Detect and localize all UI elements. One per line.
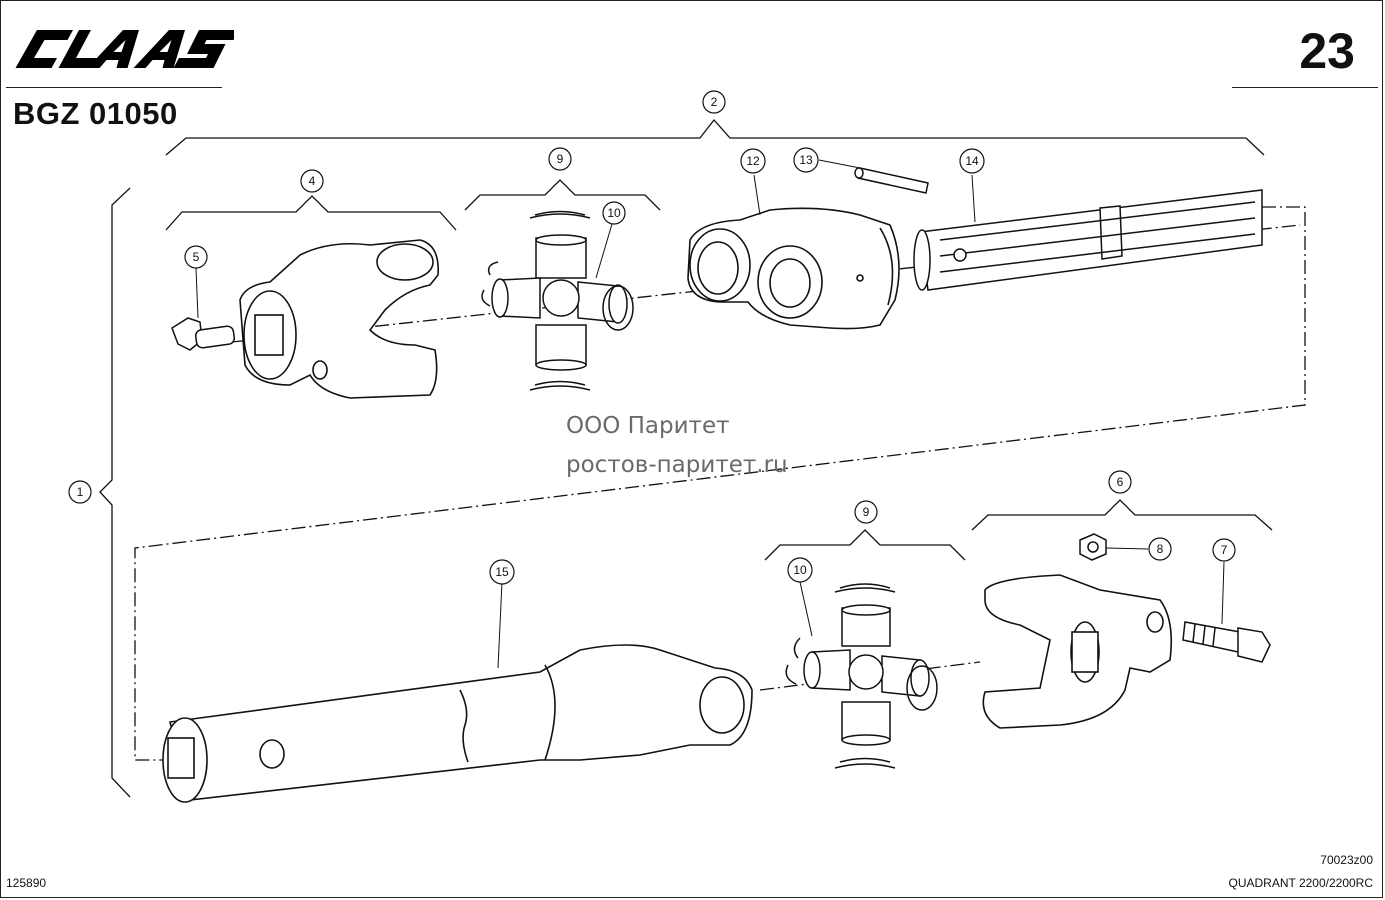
callout-4-label: 4 [309, 174, 316, 188]
bracket-4 [165, 195, 457, 231]
callout-4 [300, 169, 324, 193]
bracket-9-bottom [764, 529, 966, 561]
callout-7-label: 7 [1221, 543, 1228, 557]
image-id: 125890 [6, 876, 47, 890]
bracket-9-top [464, 179, 661, 211]
header-divider-right [1232, 87, 1378, 88]
callout-5-label: 5 [193, 250, 200, 264]
callout-6-label: 6 [1117, 475, 1124, 489]
callout-10b-label: 10 [793, 563, 807, 577]
bracket-1 [99, 187, 131, 798]
callout-14 [959, 148, 985, 174]
drawing-reference: 70023z00 [1320, 853, 1373, 867]
callout-13 [793, 147, 819, 173]
callout-13-label: 13 [799, 153, 813, 167]
callout-10a [602, 201, 626, 225]
part-14-splined-shaft [913, 189, 1263, 291]
callout-7 [1212, 538, 1236, 562]
callout-14-label: 14 [965, 154, 979, 168]
callout-6 [1108, 470, 1132, 494]
part-5-grease-nipple [171, 317, 236, 351]
part-15-tube-yoke [162, 644, 753, 803]
callout-9b-label: 9 [863, 505, 870, 519]
callout-10a-label: 10 [607, 206, 621, 220]
header-divider-left [6, 87, 222, 88]
group-code: BGZ 01050 [13, 96, 178, 131]
callout-9a [548, 147, 572, 171]
claas-logo [15, 30, 234, 68]
assembly-outline [134, 206, 1306, 761]
callout-12 [740, 148, 766, 174]
callout-15-label: 15 [495, 565, 509, 579]
sheet-number: 23 [1299, 23, 1355, 79]
part-13-pin [854, 167, 929, 194]
callout-1 [68, 480, 92, 504]
center-axis-bottom [759, 661, 981, 691]
part-8-nut [1079, 533, 1107, 561]
callout-8 [1148, 537, 1172, 561]
part-4-yoke [239, 239, 439, 399]
callout-12-label: 12 [746, 154, 760, 168]
part-9-universal-joint-bottom [785, 583, 938, 769]
bracket-6 [971, 499, 1273, 531]
part-7-bolt [1182, 621, 1271, 663]
callout-8-label: 8 [1157, 542, 1164, 556]
callout-9b [854, 500, 878, 524]
part-6-yoke [982, 574, 1173, 729]
callout-1-label: 1 [77, 485, 84, 499]
watermark-website: ростов-паритет.ru [566, 452, 788, 478]
callout-10b [787, 557, 813, 583]
bracket-2 [165, 118, 1265, 156]
part-12-yoke-housing [687, 207, 900, 330]
callout-5 [184, 245, 208, 269]
callout-2-label: 2 [711, 95, 718, 109]
watermark-company: ООО Паритет [566, 413, 730, 439]
callout-2 [702, 90, 726, 114]
part-9-universal-joint-top [481, 210, 634, 391]
callout-9a-label: 9 [557, 152, 564, 166]
callout-15 [489, 559, 515, 585]
model-name: QUADRANT 2200/2200RC [1228, 876, 1373, 890]
